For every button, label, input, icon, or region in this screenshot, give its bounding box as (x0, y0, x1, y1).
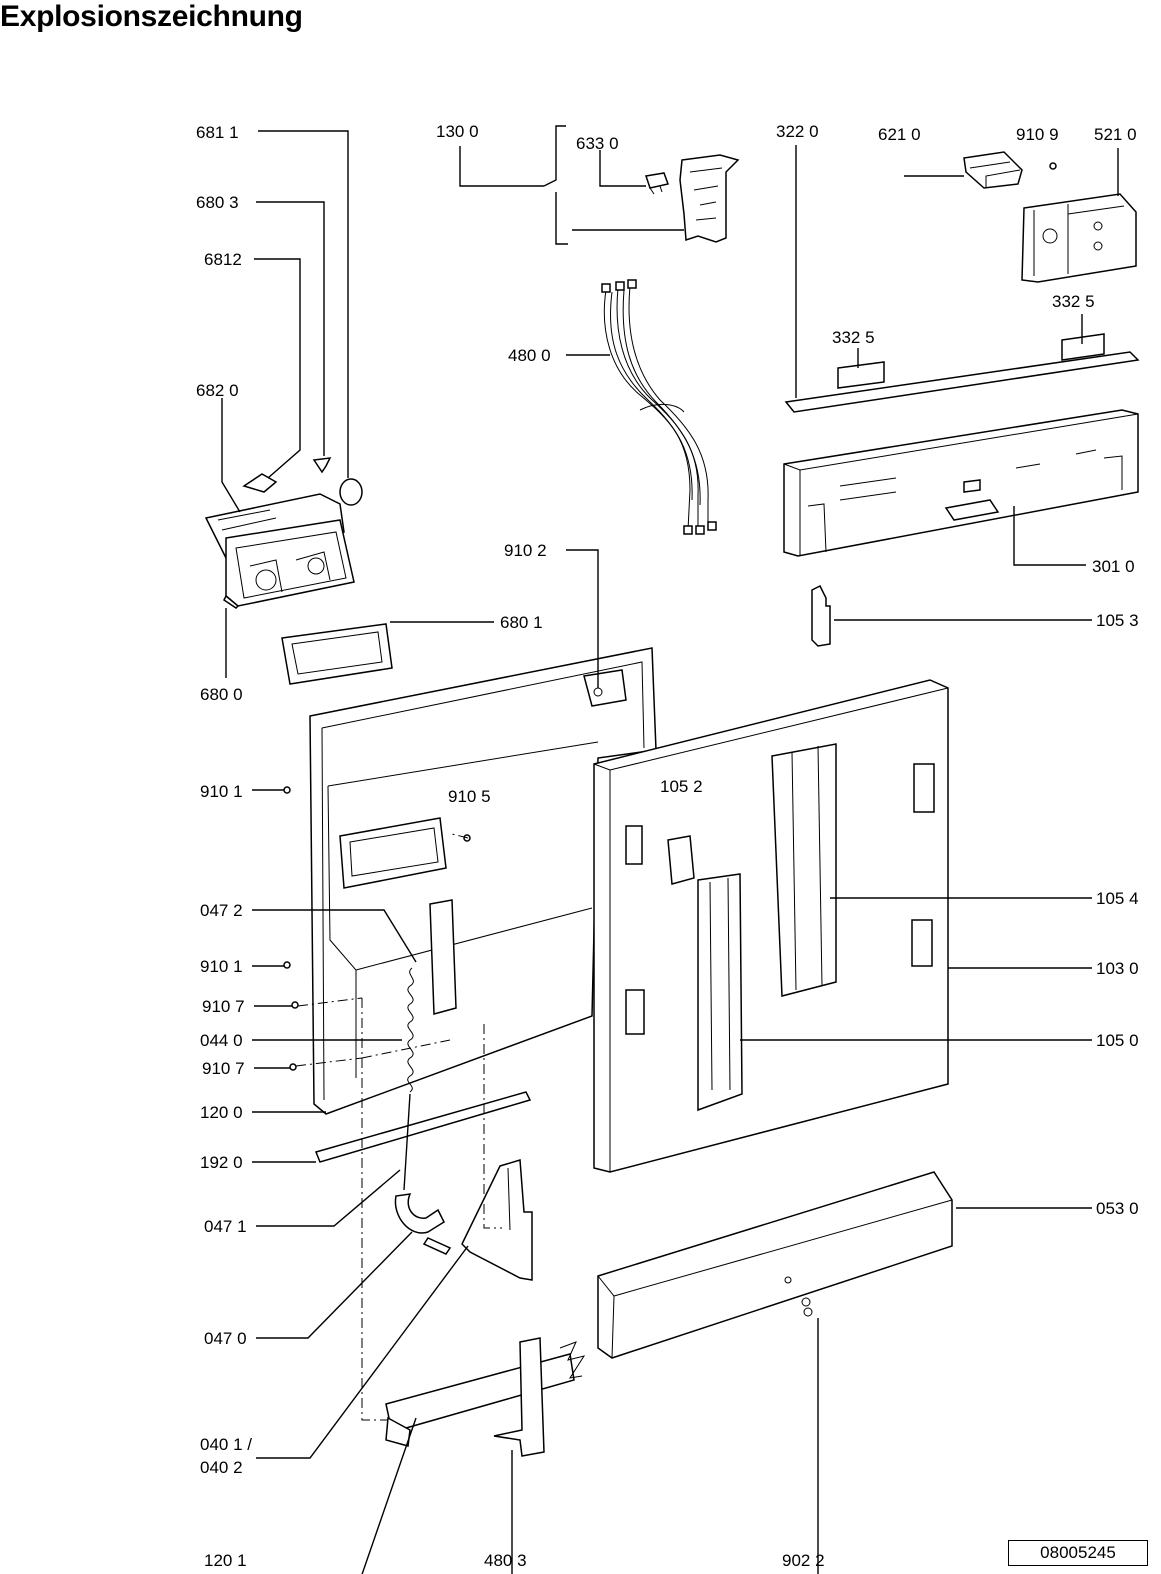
spring-hook-part (394, 1193, 452, 1255)
label-047-2: 047 2 (200, 901, 243, 920)
label-120-1: 120 1 (204, 1551, 247, 1570)
label-040-2: 040 2 (200, 1458, 243, 1477)
label-910-7-a: 910 7 (202, 997, 245, 1016)
screw-9101-b (283, 961, 291, 969)
assembly-guide-lines (295, 833, 502, 1421)
screw-part-2 (801, 1297, 813, 1317)
door-seal-strip-part (314, 1091, 532, 1163)
screw-9101-a (283, 786, 291, 794)
page-title: Explosionszeichnung (0, 0, 303, 33)
label-332-5-a: 332 5 (832, 328, 875, 347)
label-480-0: 480 0 (508, 346, 551, 365)
door-plinth-part (597, 1171, 953, 1359)
control-panel-part (783, 409, 1139, 557)
label-910-2: 910 2 (504, 541, 547, 560)
outer-door-panel-part (593, 679, 949, 1173)
hinge-bracket-part (811, 584, 831, 647)
label-633-0: 633 0 (576, 134, 619, 153)
label-680-1: 680 1 (500, 613, 543, 632)
label-681-1: 681 1 (196, 123, 239, 142)
detergent-dispenser-part (204, 493, 355, 609)
door-hinge-part (461, 1159, 533, 1281)
label-682-0: 682 0 (196, 381, 239, 400)
label-105-0: 105 0 (1096, 1031, 1139, 1050)
cover-strip-part (784, 333, 1140, 413)
leader-lines (221, 125, 1119, 1574)
electronic-board-part (1021, 193, 1137, 283)
door-bottom-rail-part (385, 1353, 575, 1447)
label-047-1: 047 1 (204, 1217, 247, 1236)
door-side-strip-part (493, 1337, 545, 1457)
clip-part (312, 457, 332, 474)
label-047-0: 047 0 (204, 1329, 247, 1348)
label-910-1-b: 910 1 (200, 957, 243, 976)
label-322-0: 322 0 (776, 122, 819, 141)
connector-part (963, 151, 1023, 189)
screw-part (1049, 162, 1057, 170)
drawing-number: 08005245 (1008, 1540, 1148, 1566)
label-105-3: 105 3 (1096, 611, 1139, 630)
screw-9107-b (289, 1063, 297, 1071)
label-130-0: 130 0 (436, 122, 479, 141)
label-332-5-b: 332 5 (1052, 292, 1095, 311)
label-044-0: 044 0 (200, 1031, 243, 1050)
break-mark (559, 1341, 586, 1379)
label-910-7-b: 910 7 (202, 1059, 245, 1078)
label-040-1: 040 1 / (200, 1435, 252, 1454)
label-910-5: 910 5 (448, 787, 491, 806)
label-910-1-a: 910 1 (200, 782, 243, 801)
label-6812: 6812 (204, 250, 242, 269)
label-105-4: 105 4 (1096, 889, 1139, 908)
label-621-0: 621 0 (878, 125, 921, 144)
label-480-3: 480 3 (484, 1551, 527, 1570)
label-105-2: 105 2 (660, 777, 703, 796)
label-053-0: 053 0 (1096, 1199, 1139, 1218)
label-103-0: 103 0 (1096, 959, 1139, 978)
label-910-9: 910 9 (1016, 125, 1059, 144)
label-902-2: 902 2 (782, 1551, 825, 1570)
gasket-part (281, 623, 393, 685)
label-521-0: 521 0 (1094, 125, 1137, 144)
lever-part (242, 473, 278, 493)
cable-harness-part (601, 279, 717, 535)
screw-9107-a (291, 1001, 299, 1009)
switch-bracket-part (645, 154, 740, 243)
inner-door-panel-part (309, 647, 657, 1115)
label-680-0: 680 0 (200, 685, 243, 704)
label-120-0: 120 0 (200, 1103, 243, 1122)
door-spring-part (403, 967, 414, 1191)
label-301-0: 301 0 (1092, 557, 1135, 576)
seal-ring-part (339, 478, 363, 506)
label-192-0: 192 0 (200, 1153, 243, 1172)
label-680-3: 680 3 (196, 193, 239, 212)
